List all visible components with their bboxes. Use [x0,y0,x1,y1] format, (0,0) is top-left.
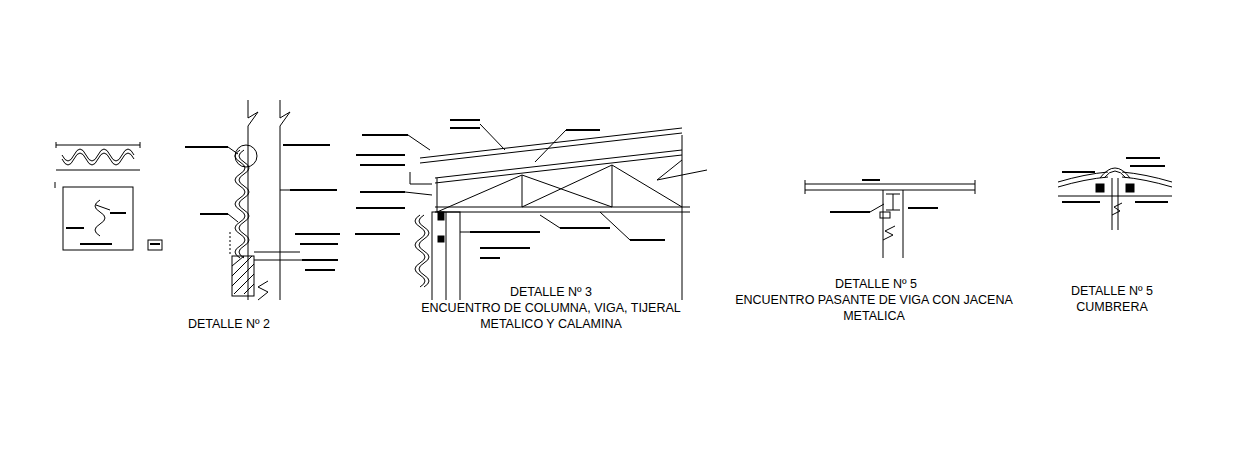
detail-title: CUMBRERA [1052,299,1172,315]
detail-title: DETALLE Nº 2 [159,316,299,332]
truss-detail [355,120,707,302]
beam-girder-detail [805,180,975,258]
corrugated-profile [55,142,162,250]
ridge-detail [1058,158,1172,230]
detail-title: DETALLE Nº 5 [796,276,956,292]
wall-detail [185,100,340,300]
detail-title: ENCUENTRO DE COLUMNA, VIGA, TIJERAL META… [405,300,697,332]
detail-title: ENCUENTRO PASANTE DE VIGA CON JACENA MET… [717,292,1031,324]
detail-title: DETALLE Nº 3 [461,284,641,300]
detail-title: DETALLE Nº 5 [1052,283,1172,299]
